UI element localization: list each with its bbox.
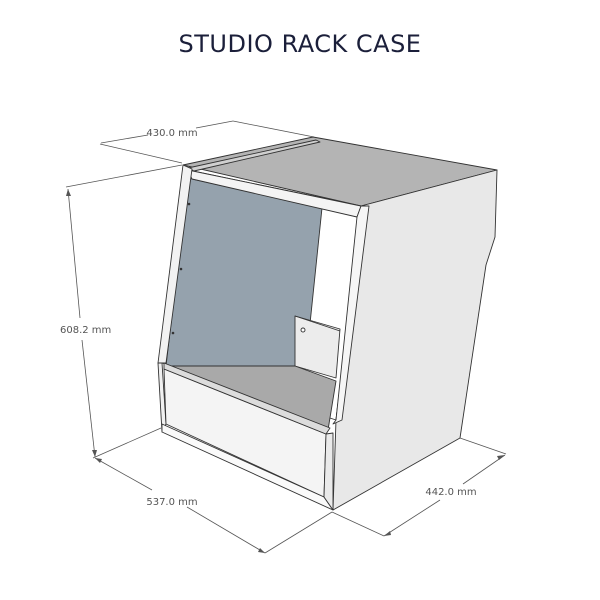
case-body: [157, 136, 498, 511]
front-right-upright: [332, 205, 370, 425]
bracket-hole: [300, 327, 306, 333]
side-dimension-label: 442.0 mm: [425, 487, 476, 498]
page-title: STUDIO RACK CASE: [178, 30, 422, 58]
width-dimension-label: 430.0 mm: [146, 128, 197, 139]
dimension-lines: [65, 120, 507, 554]
front-right-lower: [323, 432, 334, 511]
arrowheads: [66, 189, 505, 553]
screw-holes: [171, 202, 191, 335]
rear-bracket: [294, 315, 341, 379]
depth-dimension-label: 537.0 mm: [146, 497, 197, 508]
right-side-panel: [332, 169, 498, 511]
height-dimension-label: 608.2 mm: [60, 325, 111, 336]
